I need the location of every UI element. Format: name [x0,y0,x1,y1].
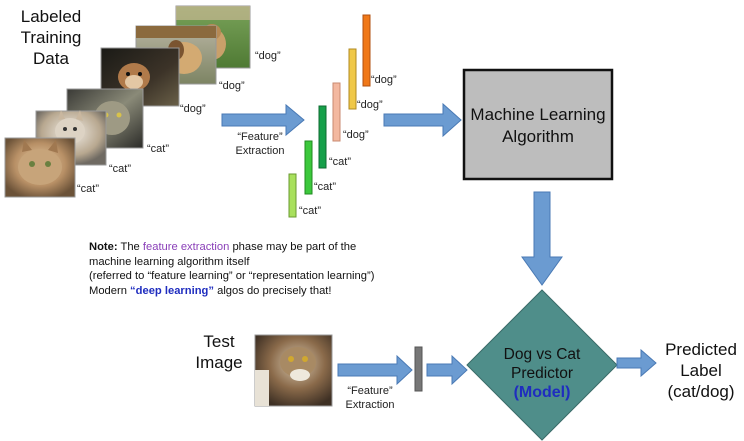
feature-bar-label-1: “cat” [299,205,321,217]
arrow-to-features [221,103,305,137]
ml-algorithm-label: Machine Learning Algorithm [470,105,606,146]
training-title: Labeled Training Data [20,7,82,68]
ml-algorithm-box [462,68,614,181]
training-label-cat-3: “cat” [147,143,169,155]
feature-bar-label-3: “cat” [329,156,351,168]
feature-extraction-label-1: “Feature” Extraction [235,131,285,157]
training-label-cat-1: “cat” [77,183,99,195]
note-deep-learning: “deep learning” [130,284,214,297]
arrow-test-to-feature [337,354,413,386]
predictor-diamond [466,289,618,441]
arrow-predictor-to-label [616,348,657,378]
training-label-dog-2: “dog” [219,80,245,92]
feature-bar-label-4: “dog” [343,129,369,141]
feature-bar-4 [332,82,341,142]
predictor-model-label: (Model) [513,384,571,401]
feature-bar-label-6: “dog” [371,74,397,86]
predictor-label: Dog vs Cat Predictor (Model) [482,345,602,402]
feature-bars [288,14,371,218]
test-feature-bar [414,346,423,392]
arrow-ml-to-predictor [521,191,563,286]
test-image-label: Test Image [195,332,243,372]
training-label-dog-1: “dog” [180,103,206,115]
feature-bar-3 [318,105,327,169]
feature-bar-5 [348,48,357,110]
feature-bar-1 [288,173,297,218]
feature-bar-6 [362,14,371,87]
arrow-to-ml [383,102,462,138]
feature-extraction-label-2: “Feature” Extraction [345,385,395,411]
feature-bar-label-5: “dog” [357,99,383,111]
note-highlight: feature extraction [142,241,230,253]
training-label-dog-3: “dog” [255,50,281,62]
feature-bar-label-2: “cat” [314,181,336,193]
training-label-cat-2: “cat” [109,163,131,175]
training-photo-cat-1 [4,137,76,198]
feature-bar-2 [304,140,313,195]
note-text: Note: The feature extraction phase may b… [89,241,375,297]
predicted-label-text: Predicted Label (cat/dog) [665,340,737,401]
arrow-feature-to-predictor [426,354,468,386]
note-prefix: Note: [89,241,118,253]
test-image-photo [254,334,333,407]
